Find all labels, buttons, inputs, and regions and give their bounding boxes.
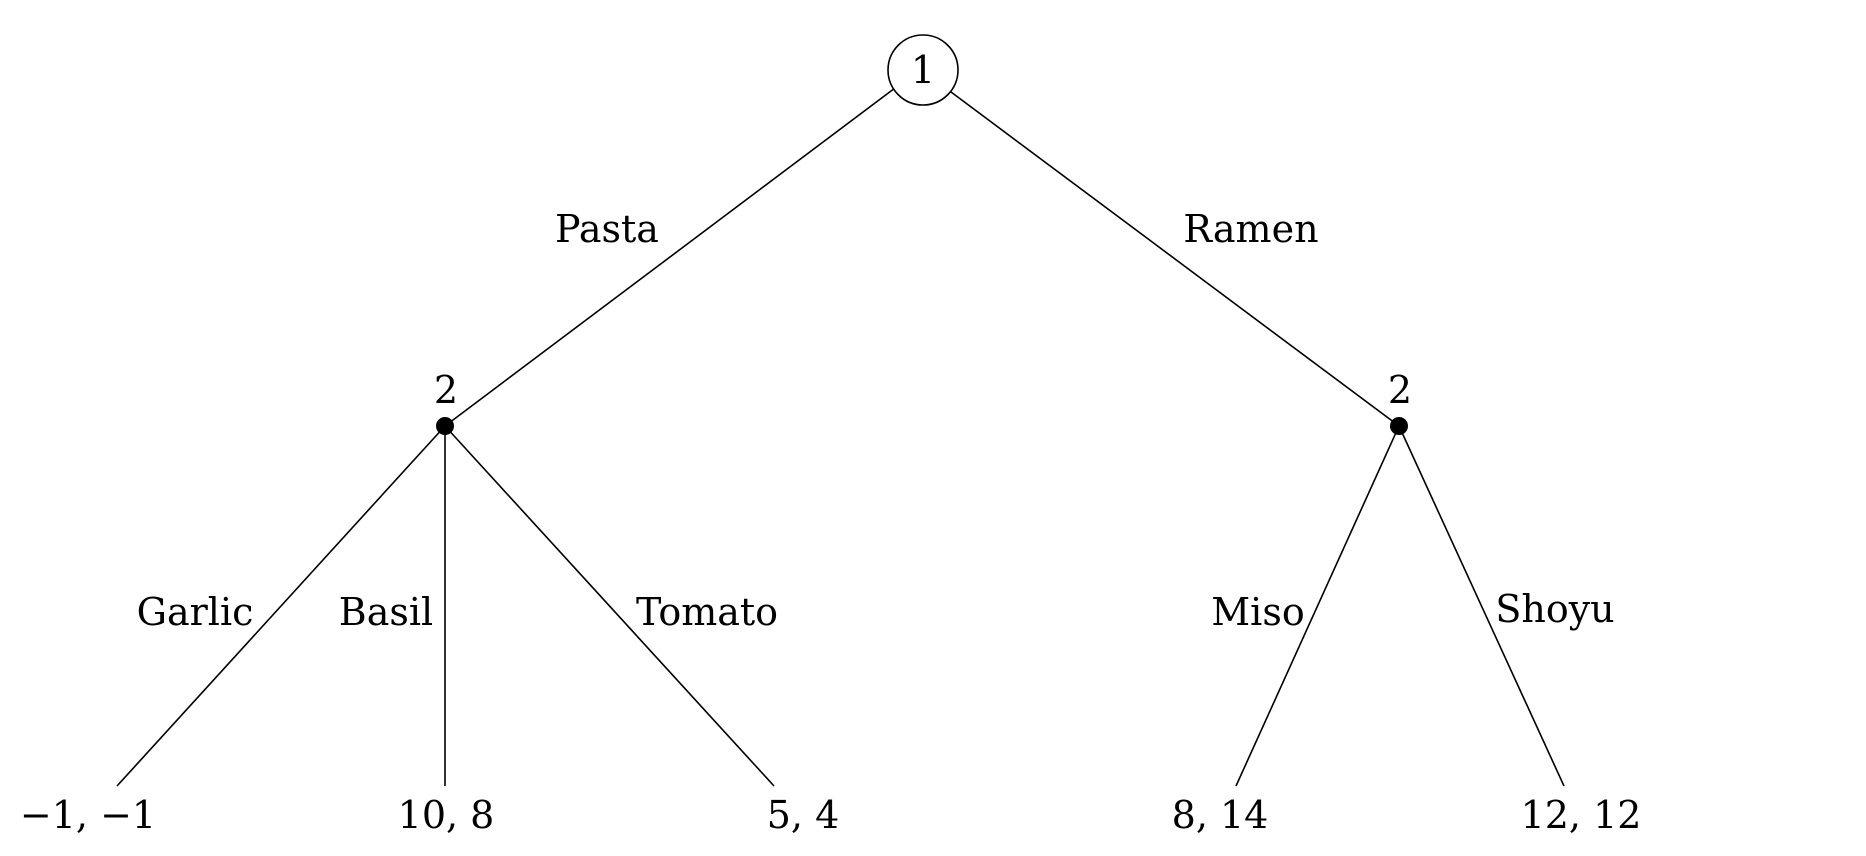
edge-ramen: [950, 91, 1400, 427]
right-decision-node: 2: [1388, 368, 1412, 435]
right-decision-node-player: 2: [1388, 368, 1412, 412]
edge-garlic: [116, 425, 446, 787]
left-decision-node-dot: [436, 417, 454, 435]
action-label-garlic: Garlic: [137, 590, 254, 634]
root-node: 1: [887, 34, 959, 106]
action-label-basil: Basil: [339, 590, 433, 634]
left-decision-node: 2: [434, 368, 458, 435]
action-label-pasta: Pasta: [555, 207, 659, 251]
edge-pasta: [444, 87, 896, 427]
edge-tomato: [444, 425, 775, 787]
right-decision-node-dot: [1390, 417, 1408, 435]
action-label-miso: Miso: [1211, 590, 1304, 634]
edge-miso: [1235, 425, 1400, 787]
root-node-circle: [887, 34, 959, 106]
payoff-miso: 8, 14: [1172, 793, 1269, 837]
payoff-tomato: 5, 4: [767, 793, 840, 837]
payoff-garlic: −1, −1: [20, 793, 156, 837]
left-decision-node-player: 2: [434, 368, 458, 412]
edge-shoyu: [1398, 425, 1565, 787]
action-label-tomato: Tomato: [636, 590, 778, 634]
action-label-ramen: Ramen: [1183, 207, 1318, 251]
payoff-basil: 10, 8: [398, 793, 495, 837]
payoff-shoyu: 12, 12: [1521, 793, 1642, 837]
action-label-shoyu: Shoyu: [1495, 587, 1614, 631]
root-node-player: 1: [911, 48, 935, 92]
